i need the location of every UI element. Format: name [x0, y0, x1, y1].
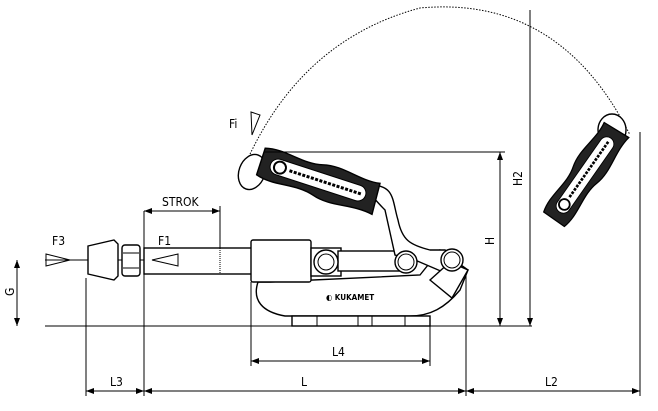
handle-grip-open	[539, 118, 632, 230]
link-arm	[337, 250, 401, 272]
f3-arrow-icon	[45, 253, 71, 267]
plunger-rod	[143, 247, 253, 275]
logo: ◐ KUKAMET	[326, 293, 374, 302]
g-label: G	[3, 288, 17, 296]
l4-label: L4	[332, 345, 345, 359]
f1-arrow-icon	[151, 253, 179, 267]
h2-label: H2	[511, 171, 525, 186]
swing-arc	[244, 6, 631, 166]
f1-label: F1	[158, 234, 171, 248]
pressure-spindle-tip	[87, 239, 119, 281]
stroke-label: STROK	[162, 195, 199, 209]
base-plate	[291, 315, 431, 327]
fi-label: Fi	[229, 117, 237, 131]
l2-label: L2	[545, 375, 558, 389]
l3-label: L3	[110, 375, 123, 389]
hex-nut	[121, 244, 141, 277]
l-label: L	[301, 375, 307, 389]
fi-arrow-icon	[250, 111, 261, 136]
handle-grip	[253, 142, 385, 218]
h-label: H	[483, 237, 497, 245]
guide-cylinder	[250, 239, 312, 283]
f3-label: F3	[52, 234, 65, 248]
